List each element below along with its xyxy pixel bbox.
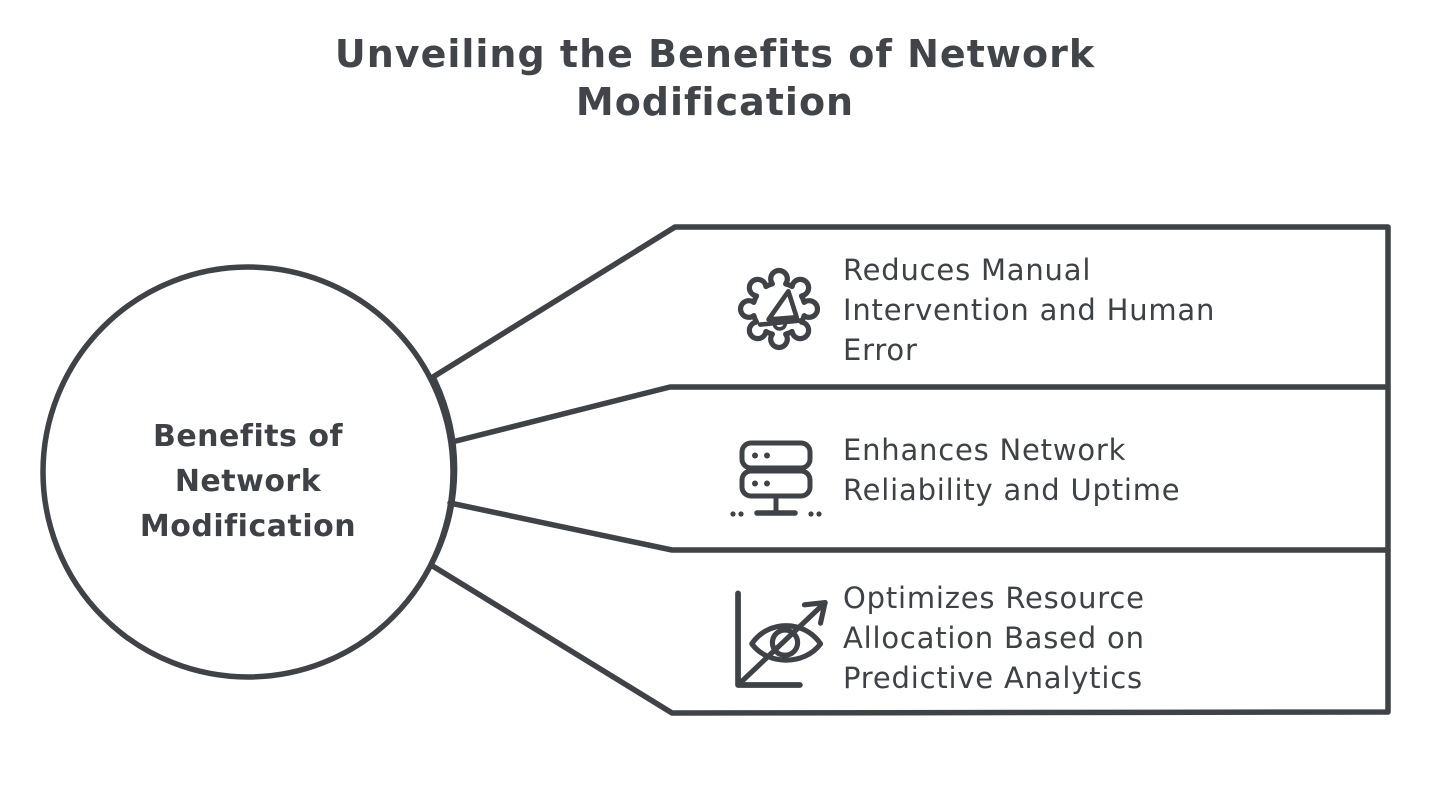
server-stack-icon [730, 440, 822, 517]
benefit-3-line-3: Predictive Analytics [843, 661, 1143, 695]
eye-analytics-icon [735, 590, 828, 688]
benefit-1-line-2: Intervention and Human [843, 293, 1216, 327]
benefit-1-line-1: Reduces Manual [843, 253, 1092, 287]
benefit-1-line-3: Error [843, 333, 918, 367]
page-title: Unveiling the Benefits of Network Modifi… [0, 30, 1430, 126]
benefit-2-text: Enhances Network Reliability and Uptime [843, 430, 1283, 510]
benefit-3-line-1: Optimizes Resource [843, 581, 1145, 615]
benefit-3-line-2: Allocation Based on [843, 621, 1145, 655]
page-title-line-1: Unveiling the Benefits of Network [334, 32, 1096, 76]
benefit-2-line-1: Enhances Network [843, 433, 1127, 467]
banner-divider-2 [447, 500, 1391, 553]
banner-divider-1 [449, 384, 1391, 445]
hub-label-line-2: Network [174, 464, 322, 499]
page-title-line-2: Modification [575, 80, 855, 124]
hub-circle [40, 264, 456, 680]
hub-label-line-3: Modification [139, 509, 357, 544]
benefit-1-text: Reduces Manual Intervention and Human Er… [843, 250, 1283, 370]
hub-label: Benefits of Network Modification [68, 414, 428, 549]
gear-alert-icon [737, 267, 821, 351]
benefit-2-line-2: Reliability and Uptime [843, 473, 1181, 507]
hub-label-line-1: Benefits of [152, 419, 344, 454]
benefit-3-text: Optimizes Resource Allocation Based on P… [843, 578, 1283, 698]
